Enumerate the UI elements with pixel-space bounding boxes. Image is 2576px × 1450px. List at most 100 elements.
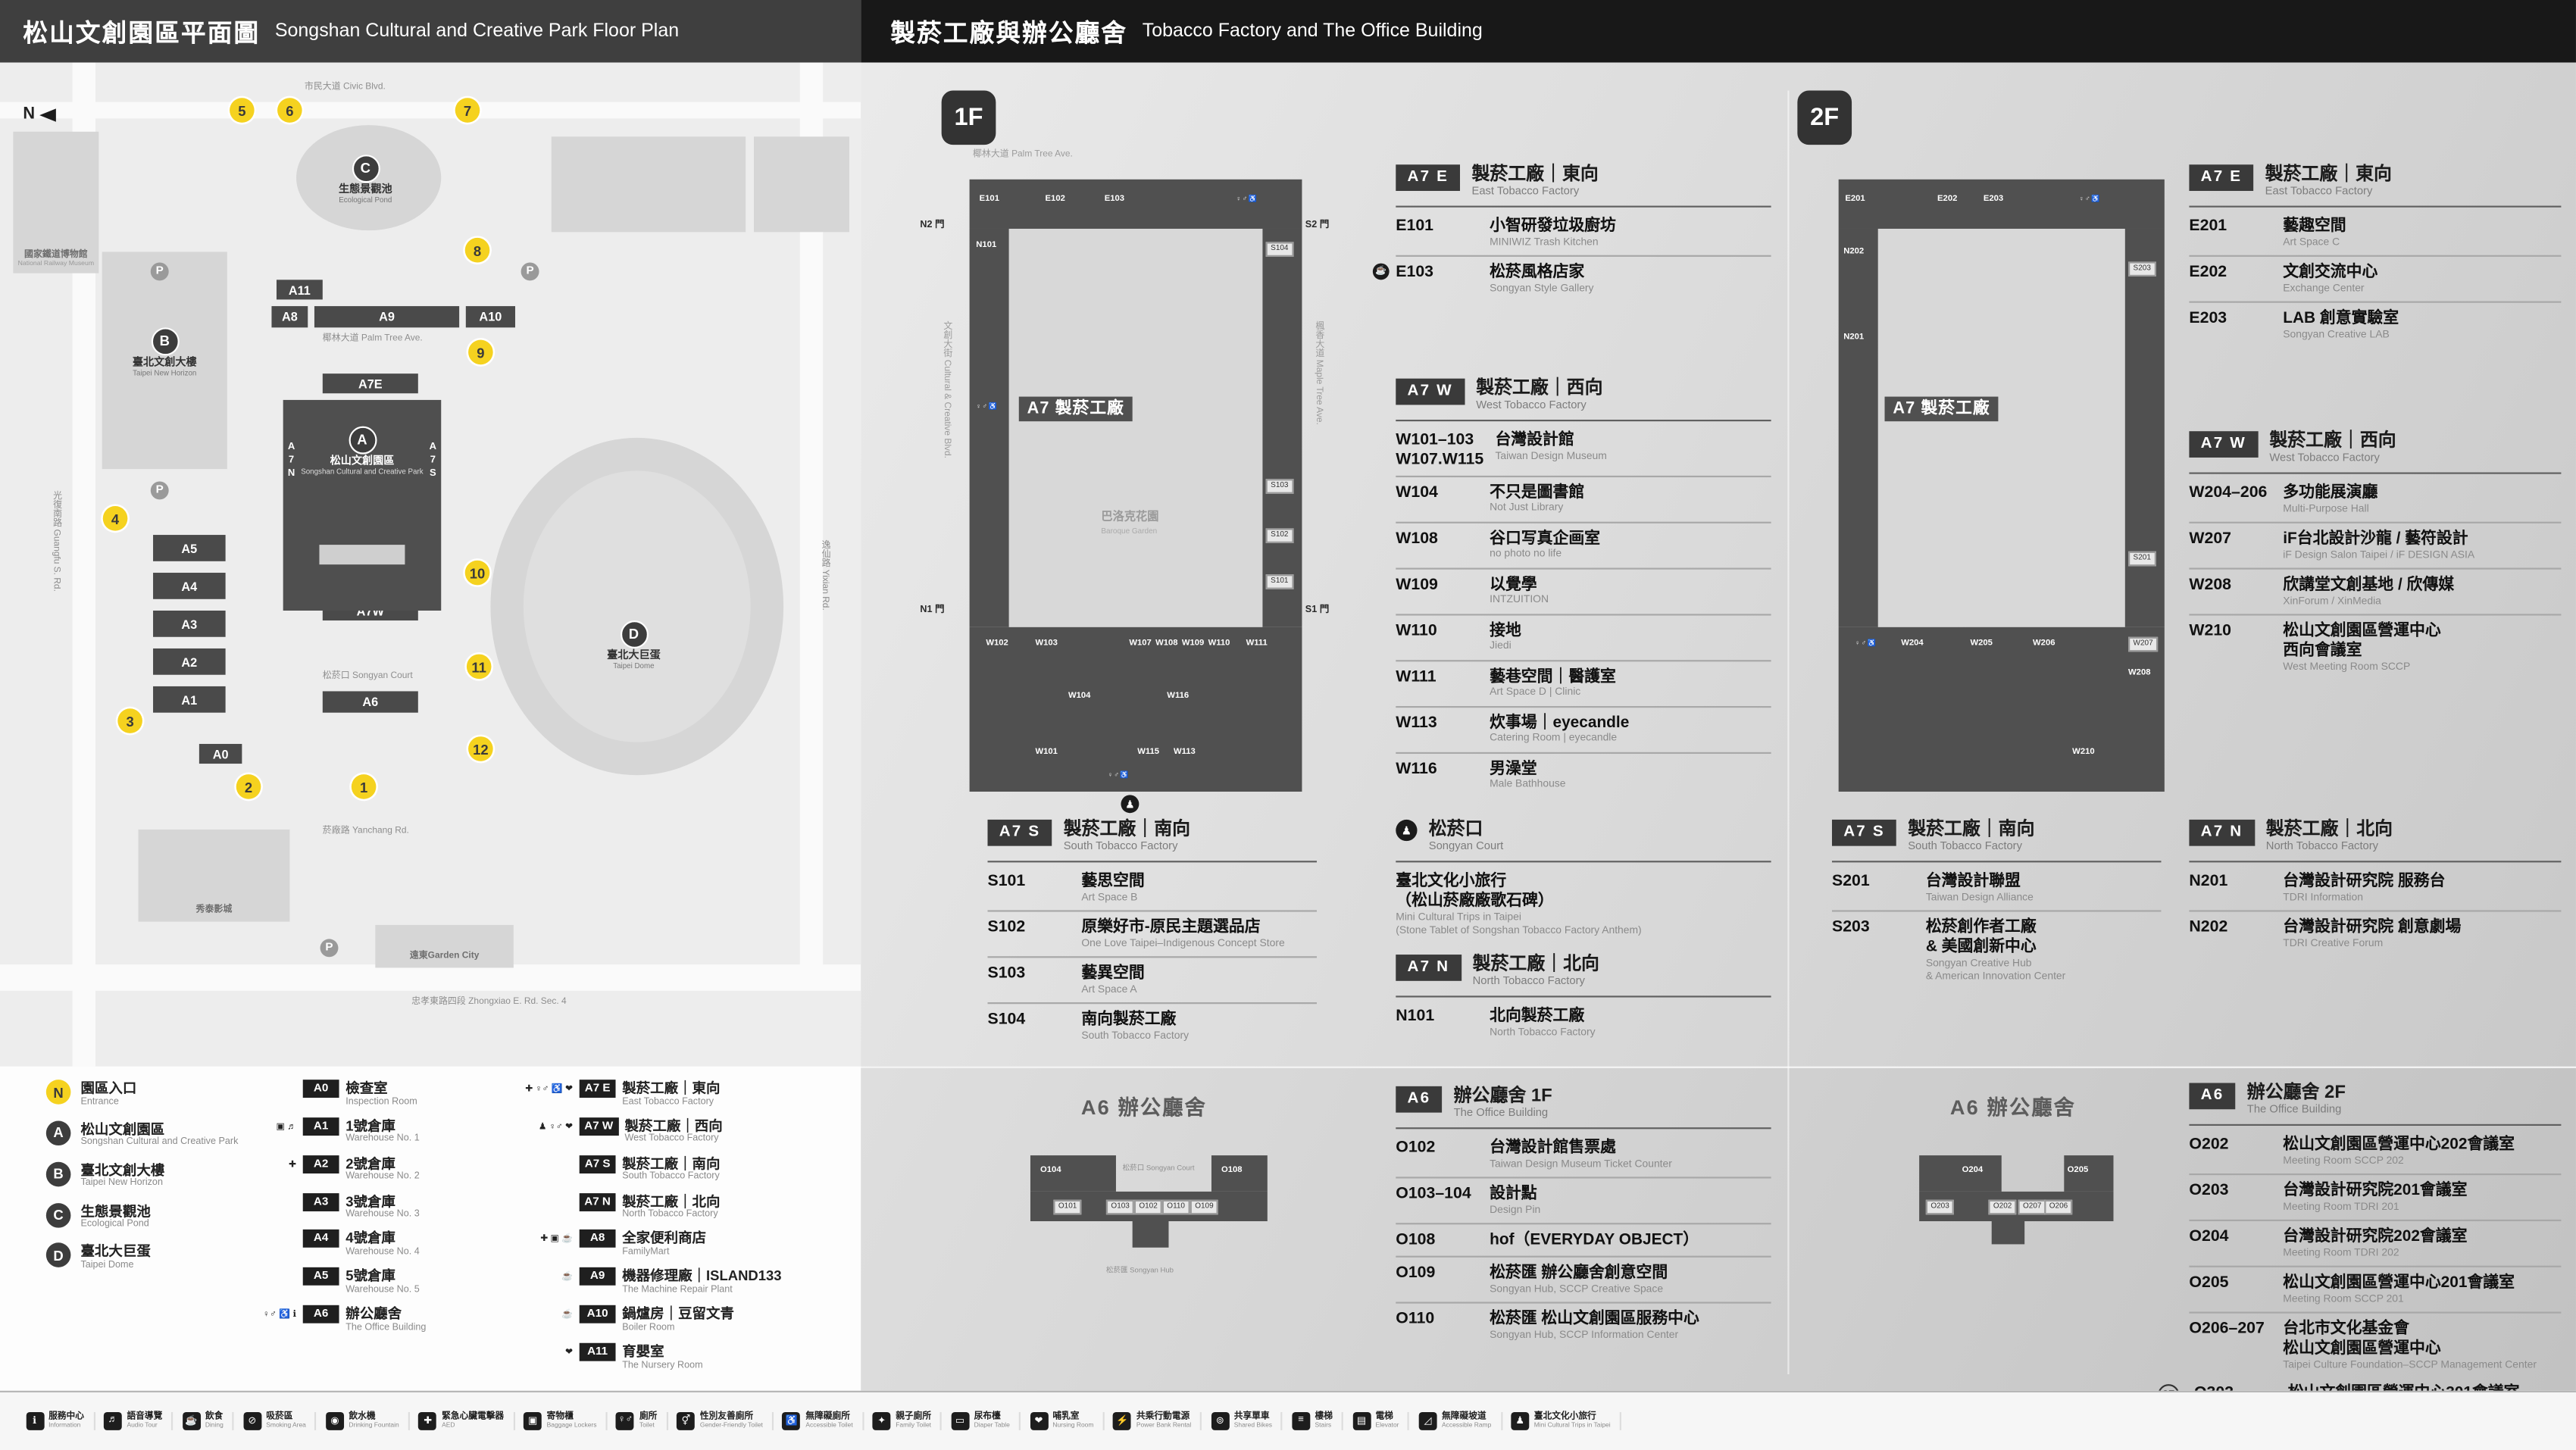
amenity-item: ℹ 服務中心 Information [17, 1411, 95, 1431]
amenity-text: 語音導覽 Audio Tour [127, 1411, 163, 1430]
badge-number: 5 [238, 102, 246, 119]
plan-room-label: E101 [979, 194, 999, 205]
room-code: W108 [1396, 529, 1438, 548]
legend-building-en: Warehouse No. 2 [345, 1172, 420, 1183]
legend-building-en: South Tobacco Factory [622, 1172, 720, 1183]
map-area-label-en: National Railway Museum [17, 258, 95, 267]
a6-wall [2064, 1155, 2114, 1192]
plan-room-label: N101 [976, 240, 997, 251]
amenity-text: 哺乳室 Nursing Room [1052, 1411, 1094, 1430]
map-buildings-layer: A11 A8 A9 A10 A7E A7W [0, 63, 861, 1067]
parking-icon: P [320, 939, 339, 958]
section-tag: A6 [2189, 1083, 2236, 1109]
plan-room-label: S103 [1265, 479, 1294, 493]
room-row: O109 松菸匯 辦公廳舍創意空間 Songyan Hub, SCCP Crea… [1396, 1258, 1771, 1304]
map-building: A6 [322, 691, 418, 713]
amenity-text: 無障礙坡道 Accessible Ramp [1441, 1411, 1492, 1430]
room-name: 松菸創作者工廠 & 美國創新中心 Songyan Creative Hub & … [1925, 918, 2066, 983]
legend-building-row: ✚ ▣ ☕ A8 全家便利商店 FamilyMart [524, 1230, 856, 1260]
room-list: O102 台灣設計館售票處 Taiwan Design Museum Ticke… [1396, 1133, 1771, 1348]
legend-place-en: Ecological Pond [80, 1220, 149, 1230]
badge-number: 12 [473, 740, 489, 758]
map-building: A3 [153, 610, 226, 637]
room-name: 以覺學 INTZUITION [1490, 575, 1549, 607]
section-title-en: The Office Building [2246, 1104, 2342, 1117]
badge-number: 4 [111, 510, 120, 527]
room-row: N202 台灣設計研究院 創意劇場 TDRI Creative Forum [2189, 912, 2561, 957]
gate-s1: S1 門 [1305, 605, 1330, 616]
room-row: O206–207 台北市文化基金會 松山文創園區營運中心 Taipei Cult… [2189, 1314, 2561, 1377]
plan-room-label: ♀♂♿ [2078, 194, 2101, 203]
section-header: A7 N 製菸工廠｜北向 North Tobacco Factory [1396, 955, 1771, 998]
legend-building-tag: A11 [579, 1342, 616, 1361]
badge-number: 6 [286, 102, 294, 119]
section-header: A6 辦公廳舍 1F The Office Building [1396, 1086, 1771, 1130]
plan-room-label: 松菸匯 Songyan Hub [1105, 1265, 1174, 1274]
section-title-zh: 辦公廳舍 1F [1453, 1086, 1552, 1106]
room-name: 小智研發垃圾廚坊 MINIWIZ Trash Kitchen [1490, 217, 1616, 248]
amenity-icon: ◿ [1418, 1411, 1437, 1430]
map-building-label: A9 [379, 309, 395, 324]
room-list: W204–206 多功能展演廳 Multi-Purpose Hall W207 … [2189, 477, 2562, 680]
a6-wall [1919, 1155, 2002, 1192]
plan-room-label: S201 [2128, 551, 2156, 566]
amenity-text: 無障礙廁所 Accessible Toilet [805, 1411, 853, 1430]
room-name: 欣講堂文創基地 / 欣傳媒 XinForum / XinMedia [2283, 576, 2455, 608]
a6-wall [1132, 1220, 1169, 1248]
plan-room-label: O109 [1190, 1199, 1219, 1214]
plan-room-label: O205 [2067, 1165, 2089, 1176]
map-building-label: A4 [181, 578, 198, 594]
plan-room-label: W208 [2128, 668, 2151, 679]
map-building: A5 [153, 535, 226, 561]
room-name: 藝巷空間｜醫護室 Art Space D | Clinic [1490, 667, 1616, 699]
plan-room-label: O101 [1053, 1199, 1082, 1214]
wall-east-wing [969, 179, 1302, 229]
room-list: N101 北向製菸工廠 North Tobacco Factory [1396, 1001, 1771, 1045]
map-number-badge: 4 [102, 506, 128, 531]
map-marker-label-zh: 臺北大巨蛋 [607, 649, 661, 661]
legend-building-row: A5 5號倉庫 Warehouse No. 5 [247, 1267, 521, 1297]
amenity-icon: ⚡ [1113, 1411, 1132, 1430]
courtyard [1877, 228, 2125, 627]
room-code: W111 [1396, 667, 1436, 686]
amenity-item: ▭ 尿布檯 Diaper Table [942, 1411, 1021, 1431]
amenity-icon: ◉ [325, 1411, 344, 1430]
map-building-label: A2 [181, 654, 198, 670]
plan-room-label: N202 [1843, 246, 1865, 257]
legend-building-text: 機器修理廠｜ISLAND133 The Machine Repair Plant [622, 1267, 781, 1297]
legend-building-tag: A2 [302, 1155, 339, 1173]
room-name: 南向製菸工廠 South Tobacco Factory [1081, 1011, 1190, 1042]
amenity-text: 親子廁所 Family Toilet [896, 1411, 932, 1430]
room-code: E202 [2189, 263, 2227, 282]
legend-building-row: ☕ A9 機器修理廠｜ISLAND133 The Machine Repair … [524, 1267, 856, 1297]
room-row: E202 文創交流中心 Exchange Center [2189, 257, 2562, 304]
legend-building-text: 1號倉庫 Warehouse No. 1 [345, 1117, 420, 1147]
map-area-label-zh: 秀泰影城 [195, 905, 233, 916]
amenity-icon: ☕ [182, 1411, 201, 1430]
map-building-label: A5 [181, 540, 198, 556]
section-title-zh: 製菸工廠｜西向 [2269, 431, 2396, 452]
map-area: 遠東Garden City [375, 924, 514, 968]
room-row: W207 iF台北設計沙龍 / 藝符設計 iF Design Salon Tai… [2189, 523, 2562, 570]
plan-2f-room-labels: E201 E202 E203 ♀♂♿ N202 N201 S203 S201 A… [1832, 156, 2171, 811]
floor-divider-line [1787, 90, 1790, 1375]
room-name: 不只是圖書館 Not Just Library [1490, 483, 1585, 514]
room-code: S103 [987, 964, 1026, 983]
room-list: S201 台灣設計聯盟 Taiwan Design Alliance S203 … [1831, 866, 2162, 989]
room-code: W113 [1396, 714, 1437, 733]
legend-building-text: 製菸工廠｜南向 South Tobacco Factory [622, 1155, 720, 1184]
legend-place-en: Entrance [80, 1097, 119, 1108]
a7-inner-block [319, 545, 405, 565]
amenity-text: 共享單車 Shared Bikes [1233, 1411, 1273, 1430]
floor-badge-1f: 1F [941, 90, 996, 145]
left-header-title-zh: 松山文創園區平面圖 [23, 18, 261, 47]
street-label: 忠孝東路四段 Zhongxiao E. Rd. Sec. 4 [411, 997, 567, 1008]
legend-building-en: The Office Building [345, 1323, 427, 1333]
section-header: A7 E 製菸工廠｜東向 East Tobacco Factory [1396, 164, 1771, 208]
map-number-badge: 2 [236, 774, 261, 799]
plan-room-label: E202 [1937, 194, 1958, 205]
map-marker-label-en: Taipei New Horizon [133, 369, 197, 378]
room-row: O102 台灣設計館售票處 Taiwan Design Museum Ticke… [1396, 1133, 1771, 1179]
wall-south-wing [1262, 228, 1302, 627]
plan-room-label: 巴洛克花園 [1101, 511, 1159, 523]
